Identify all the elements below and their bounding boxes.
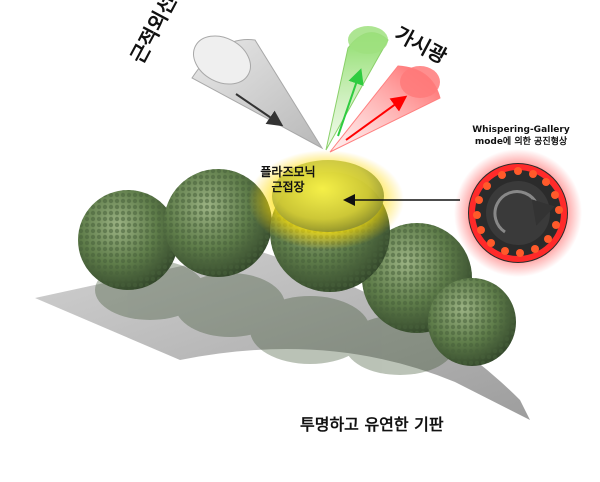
substrate-sheet	[35, 250, 530, 420]
wgm-beads	[473, 167, 563, 257]
near-infrared-cone	[191, 35, 324, 150]
substrate-label: 투명하고 유연한 기판	[300, 415, 444, 434]
wgm-rotation-arrow	[493, 190, 555, 234]
wgm-label-line1: Whispering-Gallery	[472, 125, 570, 135]
green-arrow	[337, 68, 364, 137]
wgm-label-line2: mode에 의한 공진형상	[474, 137, 568, 147]
red-visible-beam	[329, 65, 441, 153]
wgm-label: Whispering-Gallery mode에 의한 공진형상	[446, 124, 596, 148]
glowing-sphere-top	[272, 160, 384, 232]
nir-arrow	[235, 93, 284, 127]
red-arrow	[345, 95, 408, 141]
green-visible-beam	[325, 26, 389, 151]
plasmonic-nearfield-label: 플라즈모닉 근접장	[252, 165, 324, 195]
plasmonic-label-line1: 플라즈모닉	[260, 165, 316, 179]
plasmonic-label-line2: 근접장	[271, 180, 305, 194]
wgm-resonator	[454, 149, 582, 277]
